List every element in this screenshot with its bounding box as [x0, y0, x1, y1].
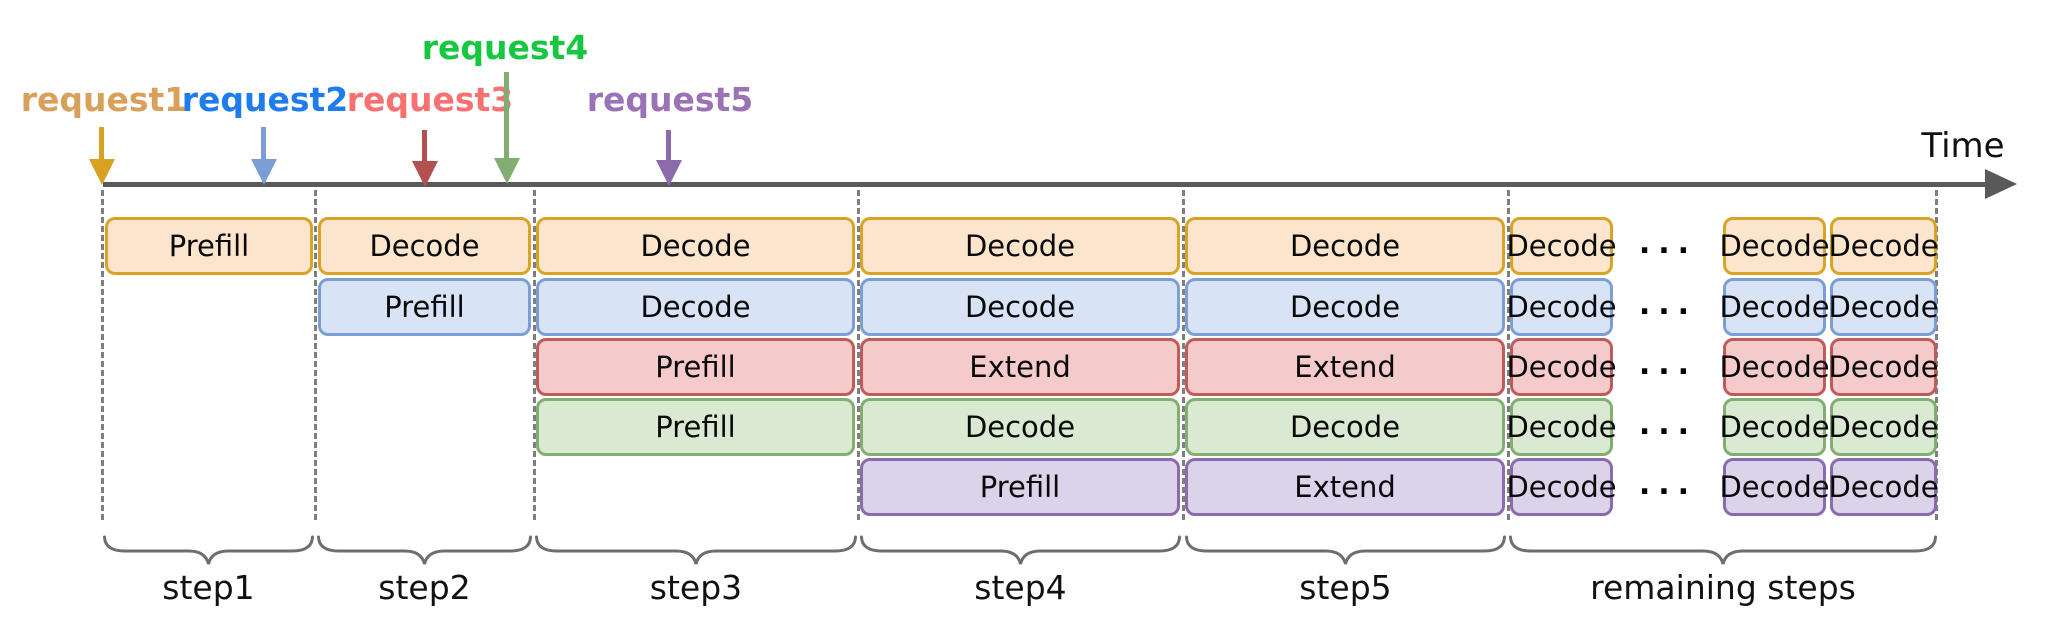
- request5-label: request5: [586, 80, 754, 119]
- brace: [535, 535, 857, 565]
- phase-box: Decode: [860, 398, 1180, 456]
- step-boundary-line: [857, 190, 860, 520]
- arrow-right-icon: [1985, 169, 2017, 199]
- brace: [1185, 535, 1506, 565]
- ellipsis: ...: [1638, 346, 1698, 382]
- request5-arrow: [666, 130, 671, 162]
- ellipsis: ...: [1638, 225, 1698, 261]
- phase-box: Decode: [1828, 217, 1939, 275]
- phase-box: Decode: [1828, 278, 1939, 336]
- arrow-down-icon: [251, 159, 277, 185]
- phase-box: Decode: [1719, 278, 1830, 336]
- arrow-down-icon: [89, 159, 115, 185]
- phase-box: Extend: [1185, 338, 1505, 396]
- arrow-down-icon: [656, 160, 682, 186]
- request3-arrow: [422, 130, 427, 163]
- step-boundary-line: [314, 190, 317, 520]
- phase-box: Decode: [1506, 458, 1617, 516]
- request1-label: request1: [20, 80, 188, 119]
- step-boundary-line: [101, 190, 104, 520]
- phase-box: Decode: [1506, 338, 1617, 396]
- phase-box: Prefill: [536, 338, 855, 396]
- ellipsis: ...: [1638, 466, 1698, 502]
- time-axis-label: Time: [1921, 126, 2005, 166]
- phase-box: Decode: [1719, 338, 1830, 396]
- step-boundary-line: [1182, 190, 1185, 520]
- step4-label: step4: [974, 568, 1067, 607]
- remaining-steps-label: remaining steps: [1590, 568, 1856, 607]
- phase-box: Decode: [318, 217, 531, 275]
- step-boundary-line: [533, 190, 536, 520]
- phase-box: Prefill: [318, 278, 531, 336]
- step3-label: step3: [649, 568, 743, 607]
- step2-label: step2: [378, 568, 471, 607]
- request2-arrow: [261, 127, 266, 161]
- brace: [317, 535, 532, 565]
- phase-box: Decode: [1185, 278, 1505, 336]
- phase-box: Decode: [1506, 278, 1617, 336]
- phase-box: Prefill: [536, 398, 855, 456]
- step5-label: step5: [1299, 568, 1392, 607]
- phase-box: Decode: [1719, 458, 1830, 516]
- step1-label: step1: [162, 568, 255, 607]
- arrow-down-icon: [412, 161, 438, 187]
- phase-box: Decode: [1185, 398, 1505, 456]
- request2-label: request2: [181, 80, 349, 119]
- phase-box: Decode: [860, 217, 1180, 275]
- phase-box: Decode: [1719, 398, 1830, 456]
- request3-label: request3: [346, 80, 514, 119]
- step-boundary-line: [1507, 190, 1510, 520]
- phase-box: Decode: [1828, 398, 1939, 456]
- phase-box: Prefill: [105, 217, 313, 275]
- phase-box: Decode: [1185, 217, 1505, 275]
- phase-box: Prefill: [860, 458, 1180, 516]
- arrow-down-icon: [494, 158, 520, 184]
- phase-box: Decode: [1719, 217, 1830, 275]
- phase-box: Extend: [1185, 458, 1505, 516]
- brace: [860, 535, 1181, 565]
- request1-arrow: [99, 127, 104, 161]
- phase-box: Decode: [1828, 338, 1939, 396]
- phase-box: Extend: [860, 338, 1180, 396]
- brace: [1509, 535, 1937, 565]
- phase-box: Decode: [536, 278, 855, 336]
- ellipsis: ...: [1638, 406, 1698, 442]
- brace: [103, 535, 314, 565]
- ellipsis: ...: [1638, 286, 1698, 322]
- request4-label: request4: [421, 28, 589, 67]
- phase-box: Decode: [860, 278, 1180, 336]
- phase-box: Decode: [1506, 217, 1617, 275]
- phase-box: Decode: [536, 217, 855, 275]
- phase-box: Decode: [1828, 458, 1939, 516]
- phase-box: Decode: [1506, 398, 1617, 456]
- time-axis: [103, 182, 1993, 187]
- request4-arrow: [504, 72, 509, 160]
